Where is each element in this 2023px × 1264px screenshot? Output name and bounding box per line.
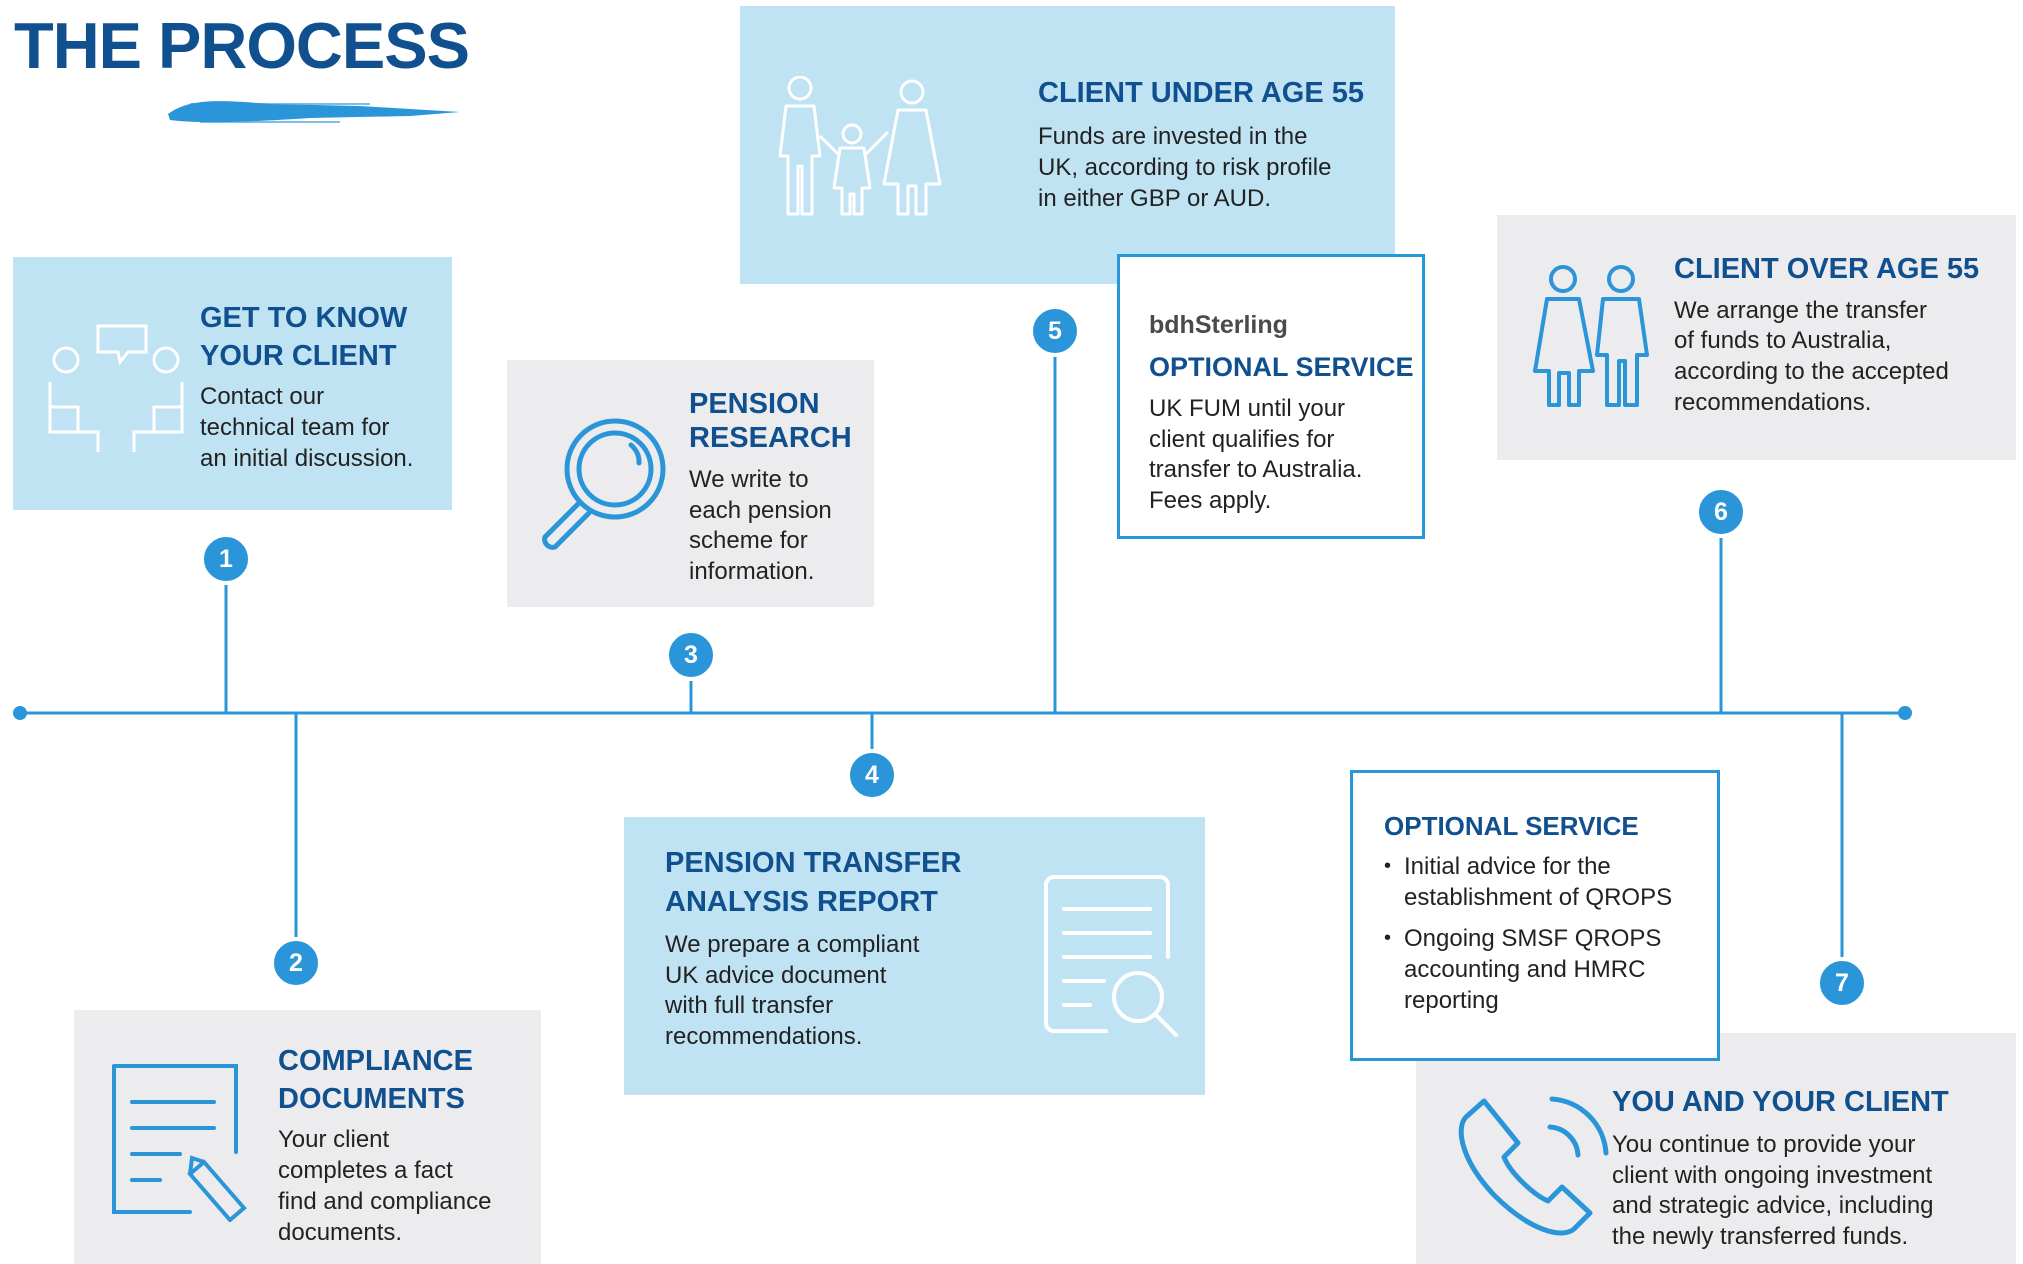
step-1-title-line1: GET TO KNOW xyxy=(200,302,408,334)
optional-service-card-7: OPTIONAL SERVICE Initial advice for the … xyxy=(1350,770,1720,1061)
couple-icon xyxy=(1533,265,1649,407)
step-card-6: CLIENT OVER AGE 55 We arrange the transf… xyxy=(1497,215,2016,460)
optional-service-7-bullet-1: Initial advice for the establishment of … xyxy=(1384,851,1672,913)
optional-service-5-body-line2: client qualifies for xyxy=(1149,426,1335,453)
step-3-body-line1: We write to xyxy=(689,466,809,493)
step-4-body-line4: recommendations. xyxy=(665,1023,863,1050)
step-2-title-line2: DOCUMENTS xyxy=(278,1083,465,1115)
step-card-5: CLIENT UNDER AGE 55 Funds are invested i… xyxy=(740,6,1395,284)
magnifier-icon xyxy=(542,418,666,550)
step-4-body-line1: We prepare a compliant xyxy=(665,931,920,958)
step-card-3: PENSION RESEARCH We write to each pensio… xyxy=(507,360,874,607)
step-7-body-line1: You continue to provide your xyxy=(1612,1131,1916,1158)
brush-stroke-underline xyxy=(168,101,460,123)
step-6-body-line4: recommendations. xyxy=(1674,389,1872,416)
step-1-body-line3: an initial discussion. xyxy=(200,445,414,472)
step-marker-5: 5 xyxy=(1029,305,1081,357)
step-2-title-line1: COMPLIANCE xyxy=(278,1045,473,1077)
step-7-body-line2: client with ongoing investment xyxy=(1612,1162,1933,1189)
step-6-body-line3: according to the accepted xyxy=(1674,358,1949,385)
step-5-body-line3: in either GBP or AUD. xyxy=(1038,185,1271,212)
step-7-title: YOU AND YOUR CLIENT xyxy=(1612,1086,1949,1118)
step-3-body-line3: scheme for xyxy=(689,527,808,554)
step-6-title: CLIENT OVER AGE 55 xyxy=(1674,253,1980,285)
conversation-icon xyxy=(48,324,184,452)
step-6-body-line1: We arrange the transfer xyxy=(1674,297,1928,324)
optional-service-7-list: Initial advice for the establishment of … xyxy=(1384,851,1672,1026)
step-2-body-line4: documents. xyxy=(278,1219,403,1246)
brand-name: bdhSterling xyxy=(1149,311,1288,339)
family-icon xyxy=(778,76,942,216)
step-card-7: YOU AND YOUR CLIENT You continue to prov… xyxy=(1416,1033,2016,1264)
step-marker-1: 1 xyxy=(200,533,252,585)
optional-service-card-5: bdhSterling OPTIONAL SERVICE UK FUM unti… xyxy=(1117,254,1425,539)
document-search-icon xyxy=(1044,875,1178,1037)
optional-service-7-title: OPTIONAL SERVICE xyxy=(1384,811,1639,841)
timeline-start-dot xyxy=(13,706,27,720)
step-3-body-line4: information. xyxy=(689,558,815,585)
optional-service-5-body-line3: transfer to Australia. xyxy=(1149,456,1363,483)
step-5-title: CLIENT UNDER AGE 55 xyxy=(1038,77,1365,109)
step-2-body-line2: completes a fact xyxy=(278,1157,453,1184)
step-6-body-line2: of funds to Australia, xyxy=(1674,327,1892,354)
optional-service-5-body-line1: UK FUM until your xyxy=(1149,395,1346,422)
step-2-body-line1: Your client xyxy=(278,1126,390,1153)
step-4-title-line2: ANALYSIS REPORT xyxy=(665,886,938,918)
step-1-title-line2: YOUR CLIENT xyxy=(200,340,397,372)
step-card-4: PENSION TRANSFER ANALYSIS REPORT We prep… xyxy=(624,817,1205,1095)
optional-service-7-bullet-2: Ongoing SMSF QROPS accounting and HMRC r… xyxy=(1384,923,1672,1016)
step-marker-2: 2 xyxy=(270,937,322,989)
step-3-title-line1: PENSION xyxy=(689,388,820,420)
step-3-title-line2: RESEARCH xyxy=(689,422,852,454)
step-4-body-line2: UK advice document xyxy=(665,962,887,989)
bullet-1-line1: Initial advice for the xyxy=(1404,853,1611,880)
bullet-2-line2: accounting and HMRC xyxy=(1404,956,1646,983)
bullet-2-line3: reporting xyxy=(1404,987,1499,1014)
step-1-body-line1: Contact our xyxy=(200,383,325,410)
optional-service-5-title: OPTIONAL SERVICE xyxy=(1149,352,1414,382)
timeline-end-dot xyxy=(1898,706,1912,720)
step-marker-4: 4 xyxy=(846,749,898,801)
step-5-body-line1: Funds are invested in the xyxy=(1038,123,1308,150)
step-marker-6: 6 xyxy=(1695,486,1747,538)
step-3-body-line2: each pension xyxy=(689,497,832,524)
step-4-title-line1: PENSION TRANSFER xyxy=(665,847,962,879)
step-4-body-line3: with full transfer xyxy=(665,992,834,1019)
step-2-body-line3: find and compliance xyxy=(278,1188,492,1215)
step-card-2: COMPLIANCE DOCUMENTS Your client complet… xyxy=(74,1010,541,1264)
page-title: THE PROCESS xyxy=(14,9,470,82)
phone-icon xyxy=(1458,1096,1609,1236)
step-1-body-line2: technical team for xyxy=(200,414,390,441)
step-marker-7: 7 xyxy=(1816,957,1868,1009)
step-marker-3: 3 xyxy=(665,629,717,681)
bullet-2-line1: Ongoing SMSF QROPS xyxy=(1404,925,1662,952)
step-7-body-line3: and strategic advice, including xyxy=(1612,1192,1934,1219)
optional-service-5-body-line4: Fees apply. xyxy=(1149,487,1272,514)
step-5-body-line2: UK, according to risk profile xyxy=(1038,154,1332,181)
step-7-body-line4: the newly transferred funds. xyxy=(1612,1223,1909,1250)
step-card-1: GET TO KNOW YOUR CLIENT Contact our tech… xyxy=(13,257,452,510)
bullet-1-line2: establishment of QROPS xyxy=(1404,884,1673,911)
document-pencil-icon xyxy=(112,1064,247,1222)
